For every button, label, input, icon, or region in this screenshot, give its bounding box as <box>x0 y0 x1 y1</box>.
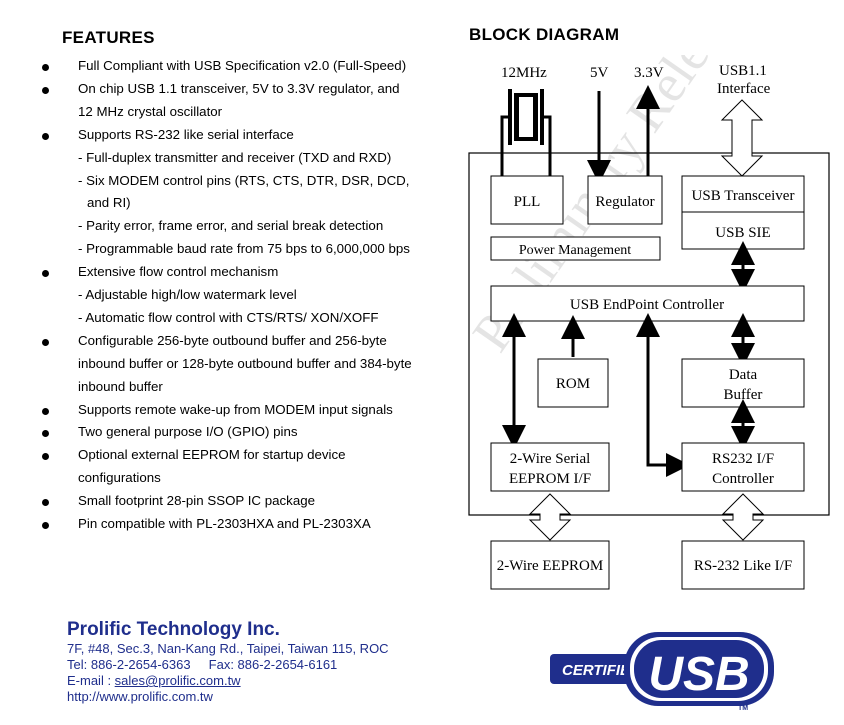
bullet-icon <box>42 64 49 71</box>
rs232-like-block <box>681 540 805 590</box>
eeprom-if-label-2: EEPROM I/F <box>509 471 591 487</box>
bullet-icon <box>42 132 49 140</box>
power-management-block <box>490 236 661 261</box>
regulator-block <box>587 175 663 225</box>
features-heading: FEATURES <box>62 28 155 47</box>
company-email-line: E-mail : sales@prolific.com.tw <box>67 673 241 688</box>
crystal-icon <box>500 89 552 180</box>
rom-block <box>537 358 609 408</box>
rs232-controller-block <box>681 442 805 492</box>
regulator-label: Regulator <box>595 194 654 210</box>
feature-line: - Parity error, frame error, and serial … <box>78 218 384 234</box>
arrow-endpoint-rs232 <box>636 313 690 477</box>
usb-sie-label: USB SIE <box>715 225 770 241</box>
feature-line: - Six MODEM control pins (RTS, CTS, DTR,… <box>78 172 410 188</box>
feature-line: Full Compliant with USB Specification v2… <box>78 58 407 73</box>
bullet-icon <box>42 522 49 529</box>
logo-tm-text: TM <box>738 705 748 712</box>
feature-line: Small footprint 28-pin SSOP IC package <box>78 493 316 509</box>
data-buffer-label-2: Buffer <box>724 387 763 403</box>
feature-line: 12 MHz crystal oscillator <box>78 103 223 119</box>
label-12mhz: 12MHz <box>501 65 547 81</box>
external-eeprom-label: 2-Wire EEPROM <box>497 558 603 574</box>
eeprom-if-block <box>490 442 610 492</box>
logo-certified-text: CERTIFIED <box>562 662 641 679</box>
pll-label: PLL <box>514 194 541 210</box>
endpoint-controller-label: USB EndPoint Controller <box>570 297 724 313</box>
feature-line: inbound buffer <box>78 378 163 394</box>
usb-interface-arrow <box>720 99 764 177</box>
bullet-icon <box>42 86 49 94</box>
bullet-icon <box>42 338 49 346</box>
feature-line: On chip USB 1.1 transceiver, 5V to 3.3V … <box>78 80 400 96</box>
feature-line: Supports RS-232 like serial interface <box>78 126 294 142</box>
eeprom-external-arrow <box>528 493 572 541</box>
feature-line: Two general purpose I/O (GPIO) pins <box>78 424 298 440</box>
bullet-icon <box>42 499 49 507</box>
block-diagram-heading: BLOCK DIAGRAM <box>469 25 620 44</box>
email-label: E-mail : <box>67 673 115 688</box>
feature-line: Supports remote wake-up from MODEM input… <box>78 401 393 417</box>
feature-line: - Automatic flow control with CTS/RTS/ X… <box>78 309 379 325</box>
feature-line: and RI) <box>87 195 131 211</box>
feature-line: - Adjustable high/low watermark level <box>78 287 297 302</box>
feature-line: Configurable 256-byte outbound buffer an… <box>78 332 387 348</box>
certified-usb-logo: CERTIFIED USB TM <box>550 632 774 712</box>
power-management-label: Power Management <box>519 243 631 258</box>
bullet-icon <box>42 453 49 461</box>
feature-line: configurations <box>78 470 161 486</box>
feature-line: Extensive flow control mechanism <box>78 264 279 280</box>
bullet-icon <box>42 430 49 438</box>
feature-line: Pin compatible with PL-2303HXA and PL-23… <box>78 516 371 531</box>
bullet-icon <box>42 270 49 278</box>
feature-line: Optional external EEPROM for startup dev… <box>78 447 346 463</box>
rs232-controller-label-1: RS232 I/F <box>712 451 774 467</box>
email-link[interactable]: sales@prolific.com.tw <box>114 673 241 688</box>
pll-block <box>490 175 564 225</box>
company-address: 7F, #48, Sec.3, Nan-Kang Rd., Taipei, Ta… <box>67 641 389 656</box>
company-name: Prolific Technology Inc. <box>67 619 280 640</box>
rs232-external-arrow <box>721 493 765 541</box>
eeprom-if-label-1: 2-Wire Serial <box>510 451 591 467</box>
label-usb11: USB1.1 <box>719 63 767 79</box>
label-5v: 5V <box>590 65 609 81</box>
block-diagram: Preliminary Release 12MHz 5V 3.3V USB1.1… <box>461 55 830 590</box>
bullet-icon <box>42 407 49 415</box>
feature-line: - Full-duplex transmitter and receiver (… <box>78 149 392 165</box>
rs232-controller-label-2: Controller <box>712 471 774 487</box>
feature-line: - Programmable baud rate from 75 bps to … <box>78 241 410 257</box>
rs232-like-label: RS-232 Like I/F <box>694 558 792 574</box>
external-eeprom-block <box>490 540 610 590</box>
rom-label: ROM <box>556 376 590 392</box>
label-3v3: 3.3V <box>634 65 664 81</box>
usb-transceiver-label: USB Transceiver <box>692 188 795 204</box>
company-tel-fax: Tel: 886-2-2654-6363 Fax: 886-2-2654-616… <box>67 657 338 672</box>
logo-usb-text: USB <box>648 648 749 701</box>
usb-transceiver-block <box>681 175 805 213</box>
feature-line: inbound buffer or 128-byte outbound buff… <box>78 355 412 371</box>
data-buffer-label-1: Data <box>729 367 758 383</box>
company-website[interactable]: http://www.prolific.com.tw <box>67 689 213 704</box>
label-interface: Interface <box>717 81 771 97</box>
